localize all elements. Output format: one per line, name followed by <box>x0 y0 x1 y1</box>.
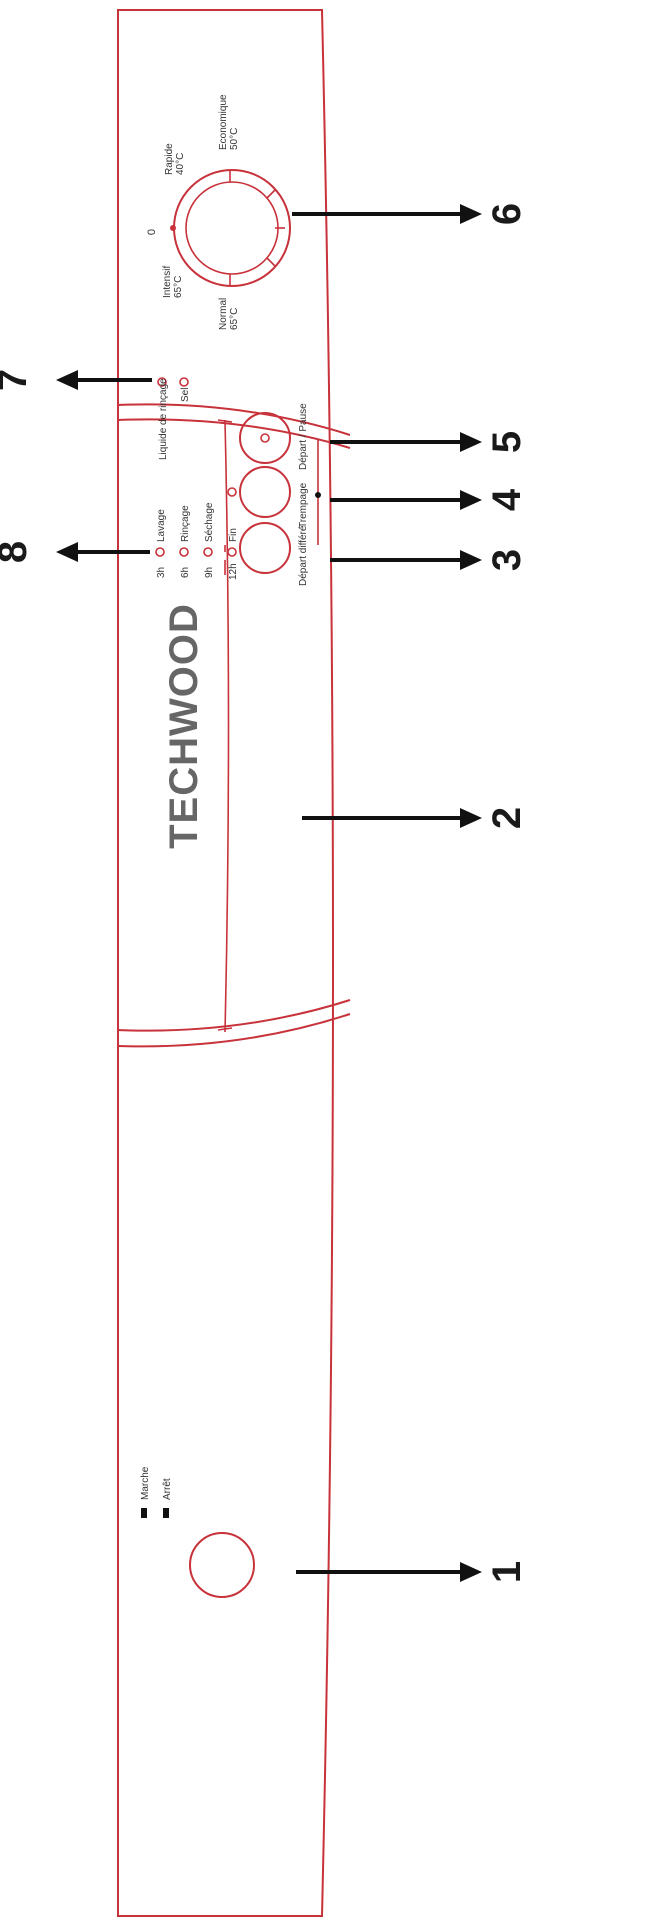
hour-label-6h: 6h <box>180 567 191 578</box>
dial-pointer <box>170 225 176 231</box>
brand-logo: TECHWOOD <box>162 603 206 849</box>
phase-label-rincage: Rinçage <box>180 505 191 542</box>
callout-3: 3 <box>485 549 529 571</box>
phase-indicators: 3h 6h 9h 12h Lavage Rinçage Séchage Fin <box>155 502 239 580</box>
delay-start-button[interactable] <box>239 522 291 574</box>
rinse-aid-led <box>157 377 167 387</box>
program-economique-name: Economique <box>218 94 229 150</box>
hour-label-12h: 12h <box>228 563 239 580</box>
dial-zero-mark: 0 <box>146 229 158 235</box>
start-pause-button[interactable] <box>239 412 291 464</box>
callouts: 1 2 3 4 5 6 7 8 <box>0 203 529 1583</box>
arret-marker <box>163 1508 169 1518</box>
marche-marker <box>141 1508 147 1518</box>
soak-button[interactable] <box>239 466 291 518</box>
power-knob[interactable] <box>189 1532 255 1598</box>
phase-label-lavage: Lavage <box>156 509 167 542</box>
led-rincage <box>179 547 189 557</box>
hour-label-3h: 3h <box>156 567 167 578</box>
led-sechage <box>203 547 213 557</box>
callout-2: 2 <box>485 807 529 829</box>
callout-6: 6 <box>485 203 529 225</box>
phase-label-fin: Fin <box>228 528 239 542</box>
power-label-arret: Arrêt <box>162 1478 173 1500</box>
program-intensif-temp: 65°C <box>173 276 184 298</box>
callout-7: 7 <box>0 369 35 391</box>
rinse-aid-label: Liquide de rinçage <box>158 378 169 460</box>
power-label-marche: Marche <box>140 1466 151 1500</box>
program-economique-temp: 50°C <box>229 128 240 150</box>
power-labels: Marche Arrêt <box>140 1466 173 1518</box>
handle-recess <box>117 403 351 1048</box>
liquid-indicators: Liquide de rinçage Sel <box>157 377 191 460</box>
program-normal-temp: 65°C <box>229 308 240 330</box>
led-lavage <box>155 547 165 557</box>
option-buttons: Départ différé Trempage Départ / Pause <box>227 403 321 586</box>
program-rapide-name: Rapide <box>164 143 175 175</box>
program-rapide-temp: 40°C <box>175 153 186 175</box>
callout-1: 1 <box>485 1561 529 1583</box>
delay-start-label: Départ différé <box>298 525 309 586</box>
salt-led <box>179 377 189 387</box>
power-switch[interactable] <box>189 1532 255 1598</box>
dial-outer-ring[interactable] <box>173 169 291 287</box>
callout-4: 4 <box>485 488 529 511</box>
soak-led <box>227 487 237 497</box>
start-pause-label: Départ / Pause <box>298 403 309 470</box>
led-fin <box>227 547 237 557</box>
dial-inner-ring[interactable] <box>185 181 279 275</box>
program-normal-name: Normal <box>218 298 229 330</box>
callout-8: 8 <box>0 541 35 563</box>
soak-label: Trempage <box>298 482 309 528</box>
salt-label: Sel <box>180 388 191 402</box>
start-pause-led <box>260 433 270 443</box>
callout-5: 5 <box>485 431 529 453</box>
phase-label-sechage: Séchage <box>204 502 215 542</box>
hour-label-9h: 9h <box>204 567 215 578</box>
dial-labels: 0 Rapide 40°C Economique 50°C Normal 65°… <box>146 94 240 330</box>
program-intensif-name: Intensif <box>162 266 173 298</box>
program-dial[interactable] <box>170 169 291 287</box>
panel-outline <box>117 9 334 1917</box>
